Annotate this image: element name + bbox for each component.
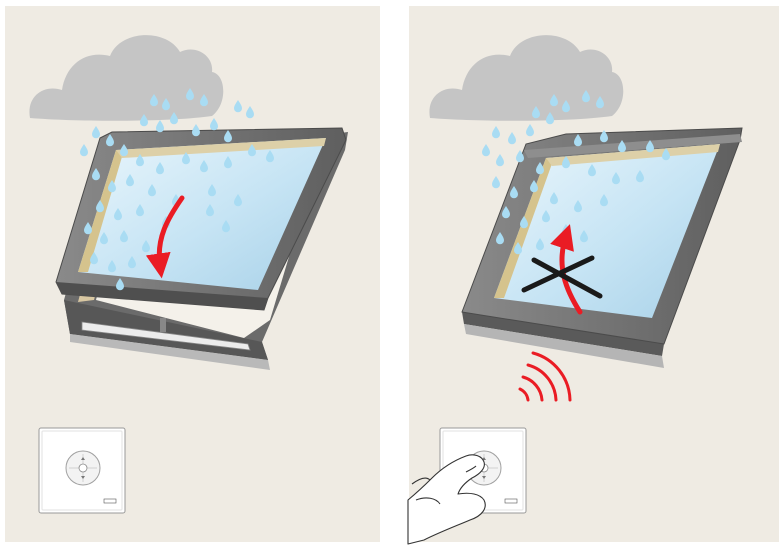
opener-chain — [160, 318, 166, 332]
panel-right — [408, 6, 779, 544]
wall-control-pad-icon — [39, 428, 125, 513]
panel-left — [5, 6, 380, 542]
